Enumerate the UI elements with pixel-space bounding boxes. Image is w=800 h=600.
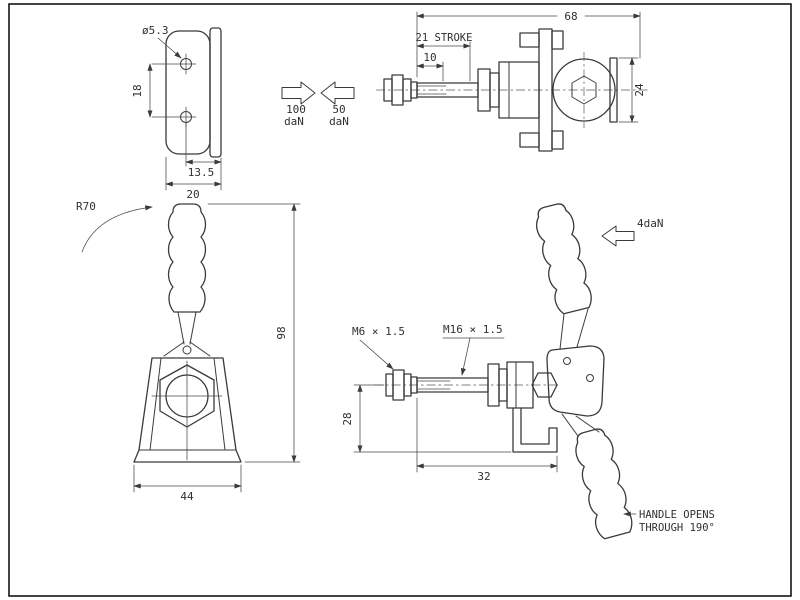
dim-label-24: 24: [633, 83, 646, 97]
thread-small-label: M6 × 1.5: [352, 325, 405, 338]
dim-label-r70: R70: [76, 200, 96, 213]
clamp-body-open: [506, 345, 605, 453]
dim-label-hole-dia: ø5.3: [142, 24, 169, 37]
dim-label-32: 32: [477, 470, 490, 483]
push-force-unit: daN: [284, 115, 304, 128]
handle-open-position: [561, 413, 636, 541]
thread-large-label: M16 × 1.5: [443, 323, 503, 336]
dim-label-28: 28: [341, 412, 354, 425]
dim-hole-diameter: ø5.3: [142, 24, 182, 59]
push-force-value: 100: [286, 103, 306, 116]
l-bracket: [512, 407, 558, 453]
clamp-body-side: [498, 28, 618, 152]
side-view: 68 21 STROKE 10 24: [376, 10, 650, 152]
front-view: R70 98: [76, 200, 301, 503]
spindle-assembly-2: [385, 363, 508, 407]
bolt-top-nut: [551, 30, 564, 50]
dim-axis-height: 28: [341, 384, 512, 453]
dim-base-width: 44: [133, 464, 242, 503]
open-view: 4daN M6 × 1.5 M16 × 1.5 28 32 HANDLE OPE…: [341, 200, 715, 541]
handle-note-line1: HANDLE OPENS: [639, 509, 715, 521]
pivot-pin-lower: [586, 374, 594, 382]
pivot-hex-bolt: [571, 75, 597, 105]
open-force-label: 4daN: [637, 217, 664, 230]
push-force-arrow-icon: [281, 81, 316, 105]
dim-label-68: 68: [564, 10, 577, 23]
open-force-arrow-icon: [601, 225, 635, 247]
thread-callout-small: M6 × 1.5: [352, 325, 405, 370]
dim-handle-radius: R70: [76, 200, 153, 253]
handle-note: HANDLE OPENS THROUGH 190°: [623, 509, 715, 534]
handle-lever: [163, 311, 211, 357]
dim-label-98: 98: [275, 326, 288, 339]
mount-plate-side: [538, 28, 553, 152]
dim-label-18: 18: [131, 84, 144, 97]
plate-edge: [209, 27, 222, 158]
dim-label-10: 10: [423, 51, 436, 64]
dim-overall-height: 98: [207, 203, 301, 463]
dim-tip: 10: [416, 51, 444, 82]
bolt-bottom-head: [519, 132, 540, 148]
clamp-body-front: [133, 357, 242, 463]
dim-label-13-5: 13.5: [188, 166, 215, 179]
pivot-pin: [182, 345, 192, 355]
drawing-border: [8, 3, 792, 597]
pull-force-unit: daN: [329, 115, 349, 128]
handle-note-line2: THROUGH 190°: [639, 522, 715, 534]
open-force: 4daN: [601, 217, 664, 247]
dim-body-height: 24: [618, 57, 646, 123]
dim-stroke: 21 STROKE: [416, 32, 473, 82]
thread-callout-large: M16 × 1.5: [442, 323, 505, 376]
pivot-plate: [546, 345, 605, 417]
bolt-top-head: [519, 32, 540, 48]
right-flange: [609, 57, 618, 123]
body-hex-nut: [531, 372, 558, 398]
pull-force-arrow-icon: [320, 81, 355, 105]
pivot-pin-upper: [563, 357, 571, 365]
dim-label-44: 44: [180, 490, 194, 503]
dim-label-stroke: 21 STROKE: [416, 32, 473, 44]
handle-closed-position: [531, 200, 595, 350]
pull-force-value: 50: [332, 103, 345, 116]
dim-base-offset: 32: [416, 397, 558, 483]
dim-hole-spacing: 18: [131, 63, 153, 118]
force-arrows: 100 daN 50 daN: [281, 81, 355, 128]
plate-view: ø5.3 18 13.5 20: [131, 24, 222, 201]
dim-plate-width: 20: [165, 156, 222, 201]
bolt-bottom-nut: [551, 130, 564, 150]
spindle-assembly: [383, 68, 500, 112]
dim-label-20: 20: [186, 188, 199, 201]
